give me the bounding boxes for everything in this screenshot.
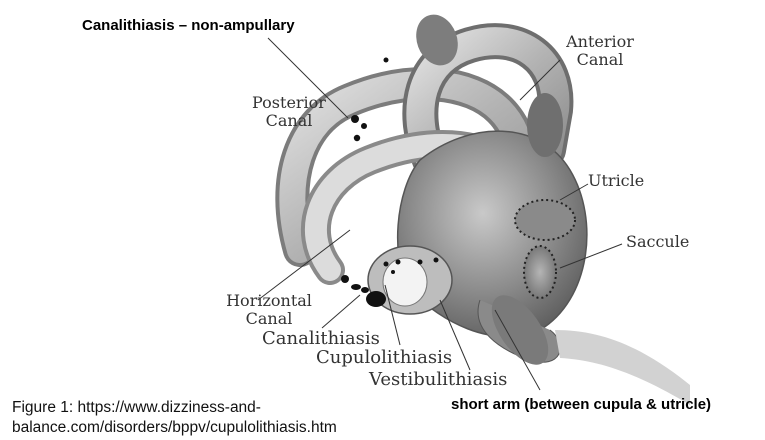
canalithiasis-note: Canalithiasis – non-ampullary — [82, 17, 295, 34]
label-saccule: Saccule — [626, 232, 690, 251]
label-anterior-canal-line2: Canal — [576, 50, 624, 69]
label-anterior-canal-line1: Anterior — [566, 32, 634, 51]
label-utricle: Utricle — [588, 171, 645, 190]
otoconia — [341, 57, 439, 307]
label-posterior-canal-line2: Canal — [265, 111, 313, 130]
label-posterior-canal: Posterior Canal — [244, 94, 334, 130]
figure-caption: Figure 1: https://www.dizziness-and- bal… — [12, 398, 392, 438]
utricle — [514, 199, 576, 241]
anterior-canal — [402, 14, 574, 178]
lower-ducts — [477, 295, 690, 405]
ampulla — [367, 245, 453, 315]
label-cupulolithiasis: Cupulolithiasis — [316, 347, 453, 368]
caption-line2: balance.com/disorders/bppv/cupulolithias… — [12, 419, 337, 436]
label-horizontal-canal: Horizontal Canal — [214, 292, 324, 328]
saccule — [523, 245, 557, 299]
label-vestibulithiasis: Vestibulithiasis — [369, 369, 508, 390]
leader-lines — [257, 37, 623, 391]
label-canalithiasis: Canalithiasis — [262, 328, 380, 349]
label-horizontal-canal-line1: Horizontal — [226, 291, 312, 310]
short-arm-note: short arm (between cupula & utricle) — [451, 396, 712, 413]
label-posterior-canal-line1: Posterior — [252, 93, 326, 112]
caption-line1: Figure 1: https://www.dizziness-and- — [12, 399, 261, 416]
label-anterior-canal: Anterior Canal — [560, 33, 640, 69]
label-horizontal-canal-line2: Canal — [245, 309, 293, 328]
